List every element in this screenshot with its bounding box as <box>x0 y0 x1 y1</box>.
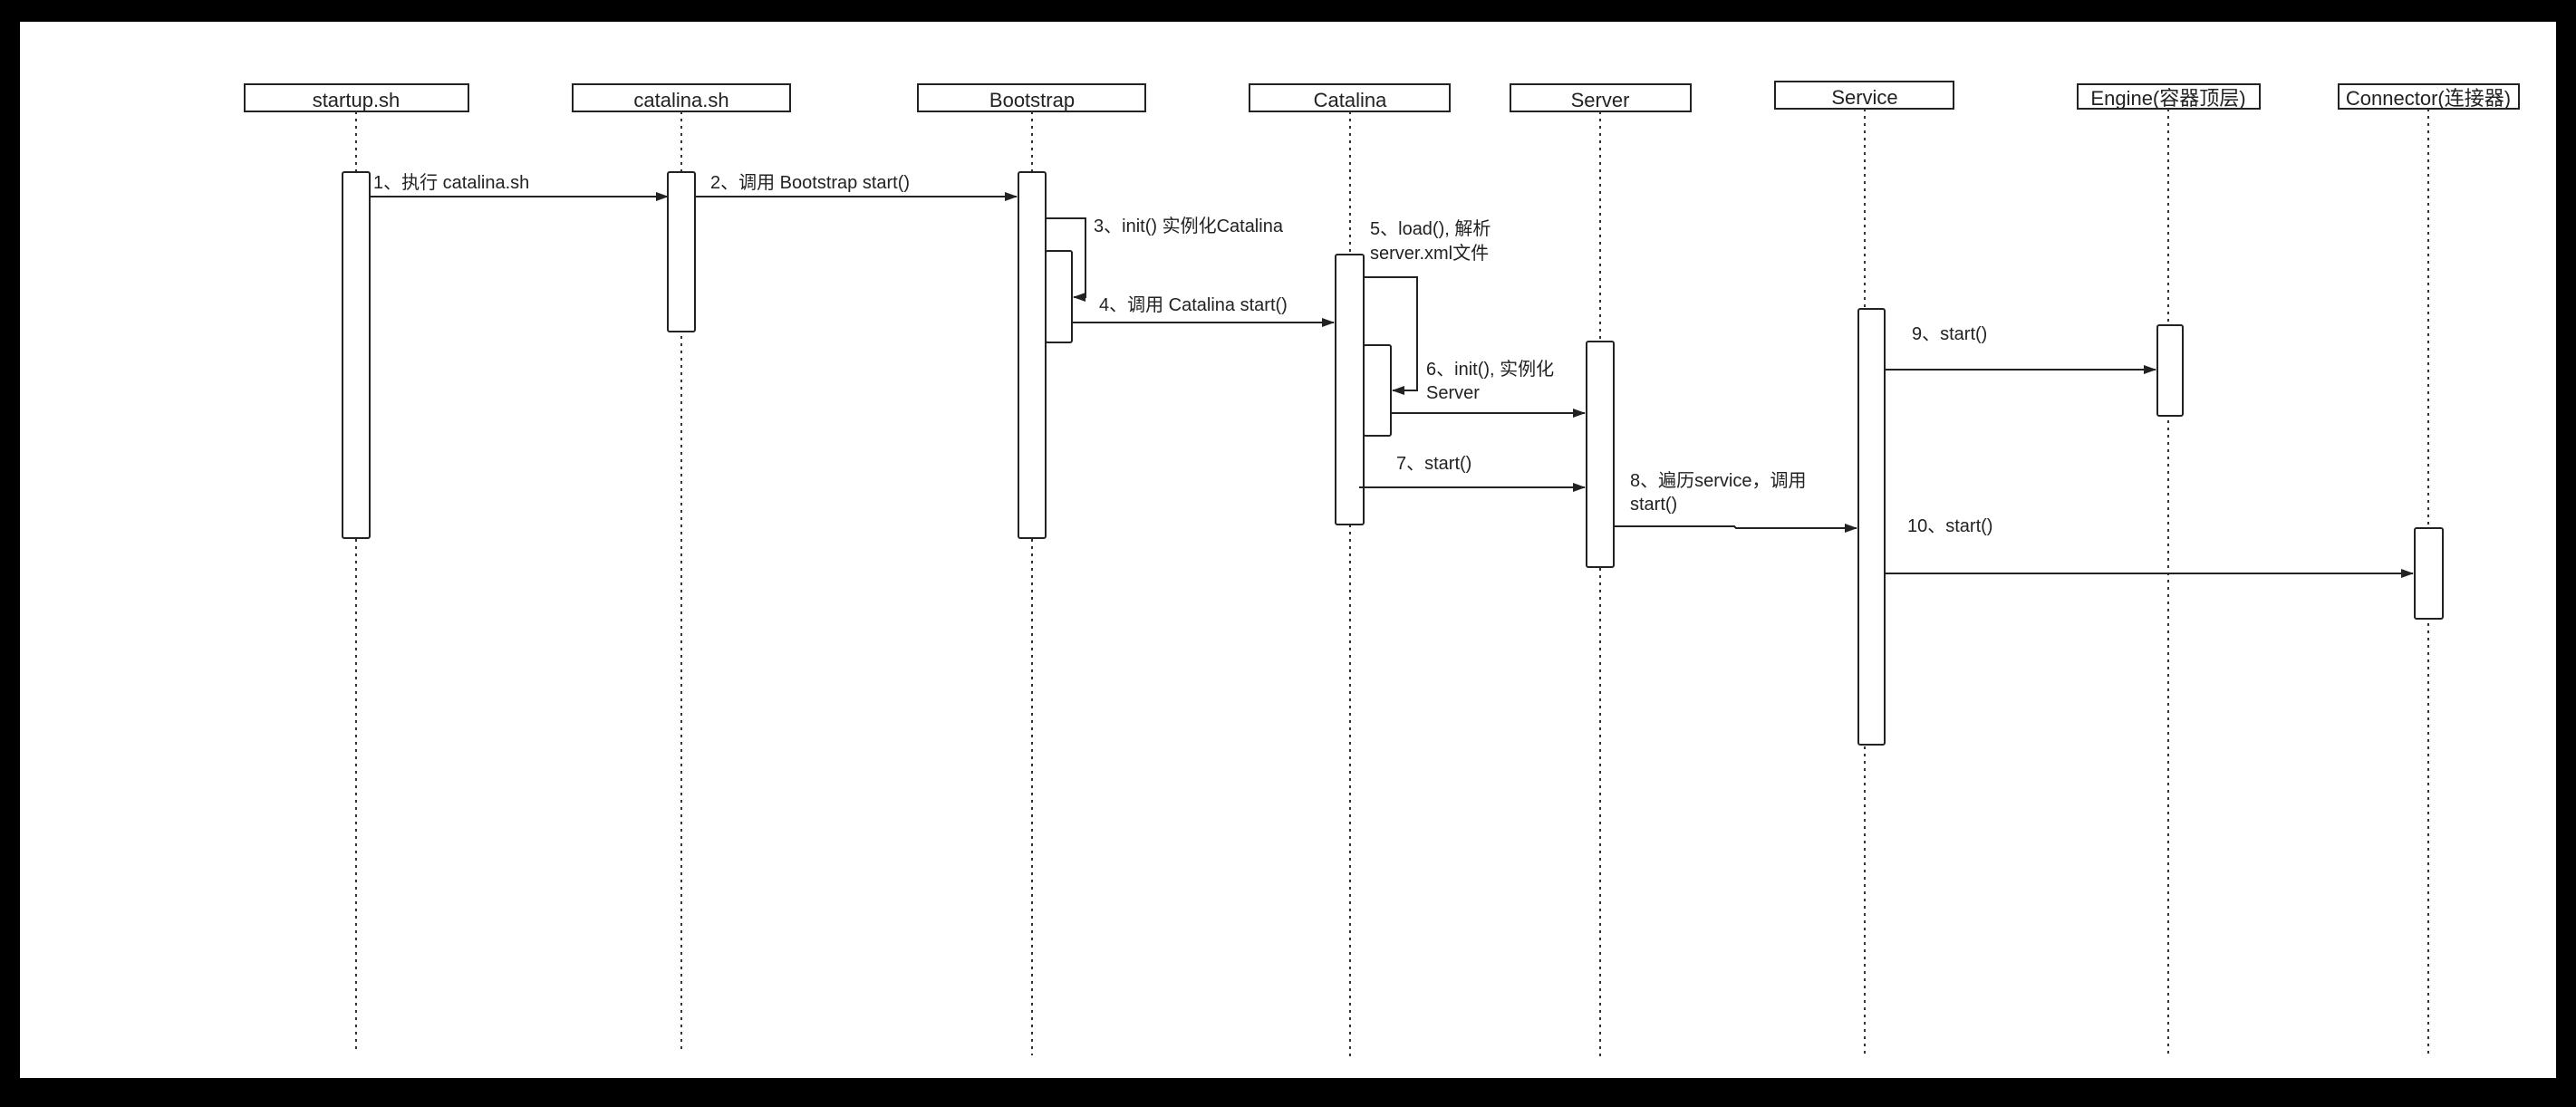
self-message-arrow <box>1046 217 1086 302</box>
message-label-2: 2、调用 Bootstrap start() <box>710 172 910 193</box>
participant-label: Engine(容器顶层) <box>2090 87 2245 110</box>
participant-label: Bootstrap <box>989 89 1075 111</box>
activation-bar <box>2156 324 2184 417</box>
message-label-7: 7、start() <box>1396 454 1471 474</box>
message-label-5: 5、load(), 解析 server.xml文件 <box>1370 218 1496 264</box>
message-label-3: 3、init() 实例化Catalina <box>1094 216 1284 236</box>
activation-bar <box>1018 171 1047 539</box>
participant-engine: Engine(容器顶层) <box>2077 83 2261 110</box>
activation-bar <box>342 171 371 539</box>
activation-bar <box>1045 250 1073 343</box>
participant-label: Connector(连接器) <box>2346 87 2511 110</box>
diagram-background <box>20 22 2556 1078</box>
message-label-10: 10、start() <box>1907 516 1992 536</box>
participant-label: Service <box>1831 86 1897 109</box>
message-labels: 1、执行 catalina.sh 2、调用 Bootstrap start() … <box>373 172 1992 536</box>
activation-bar <box>2414 527 2444 620</box>
participant-label: Catalina <box>1314 89 1387 111</box>
message-label-4: 4、调用 Catalina start() <box>1099 294 1288 315</box>
activation-bar <box>1586 341 1615 568</box>
participant-startup-sh: startup.sh <box>244 83 469 112</box>
activation-bar <box>1335 254 1365 525</box>
participant-label: startup.sh <box>313 89 400 111</box>
participant-bootstrap: Bootstrap <box>917 83 1146 112</box>
participant-catalina-sh: catalina.sh <box>572 83 791 112</box>
participant-catalina: Catalina <box>1249 83 1451 112</box>
activations <box>342 171 2444 746</box>
activation-bar <box>667 171 696 332</box>
participant-label: catalina.sh <box>633 89 728 111</box>
message-arrow <box>1614 524 1857 533</box>
participant-server: Server <box>1510 83 1692 112</box>
participant-label: Server <box>1571 89 1630 111</box>
message-label-9: 9、start() <box>1912 324 1987 344</box>
activation-bar <box>1363 344 1392 437</box>
activation-bar <box>1857 308 1886 746</box>
self-message-arrow <box>1364 276 1418 395</box>
participant-connector: Connector(连接器) <box>2338 83 2520 110</box>
message-label-6: 6、init(), 实例化 Server <box>1426 359 1559 403</box>
participant-service: Service <box>1774 81 1954 110</box>
message-arrows <box>370 192 2414 578</box>
message-label-8: 8、遍历service，调用 start() <box>1630 470 1811 515</box>
message-label-1: 1、执行 catalina.sh <box>373 172 529 193</box>
